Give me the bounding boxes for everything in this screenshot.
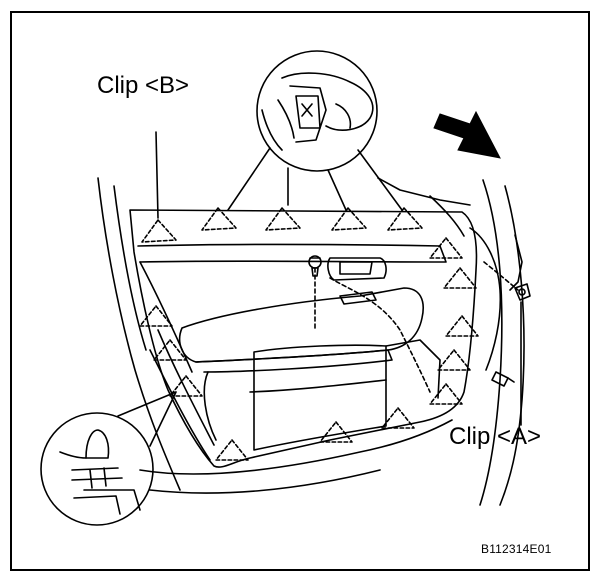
clip-marker: [429, 237, 463, 259]
clip-marker: [387, 207, 423, 231]
clip-icon: [514, 283, 531, 301]
detail-circle-clip-a: [40, 412, 154, 526]
clip-b-detail-drawing: [261, 72, 374, 151]
clip-marker: [445, 315, 479, 337]
screw-icon: [491, 371, 515, 387]
clip-marker: [319, 421, 353, 443]
clip-marker: [429, 383, 463, 405]
clip-markers: [139, 207, 479, 461]
figure-code: B112314E01: [481, 542, 552, 556]
diagram-frame: [10, 11, 590, 571]
clip-b-label: Clip <B>: [97, 72, 190, 99]
clip-marker: [265, 207, 301, 231]
clip-marker: [443, 267, 477, 289]
clip-marker: [437, 349, 471, 371]
trim-upper-rail: [137, 243, 447, 263]
inner-handle-bezel: [327, 257, 387, 281]
door-frame-right: [479, 179, 503, 506]
clip-marker: [201, 207, 237, 231]
door-pull: [339, 291, 377, 305]
clip-marker: [215, 439, 249, 461]
clip-marker: [139, 305, 173, 327]
door-frame-right-outer: [499, 185, 525, 506]
clip-marker: [331, 207, 367, 231]
clip-marker: [141, 219, 177, 243]
direction-arrow-icon: [433, 110, 501, 159]
door-frame-left-inner: [113, 185, 147, 351]
clip-b-leader: [155, 131, 159, 219]
clip-a-detail-drawing: [59, 429, 141, 515]
screw-icon: [308, 255, 322, 277]
door-pocket: [253, 344, 387, 451]
clip-marker: [381, 407, 415, 429]
clip-marker: [153, 339, 187, 361]
door-trim-panel: [129, 209, 478, 468]
clip-a-label: Clip <A>: [449, 423, 542, 450]
door-frame-left: [97, 177, 181, 491]
detail-circle-clip-b: [256, 50, 378, 172]
clip-marker: [169, 375, 203, 397]
door-hinge-area: [469, 227, 502, 371]
